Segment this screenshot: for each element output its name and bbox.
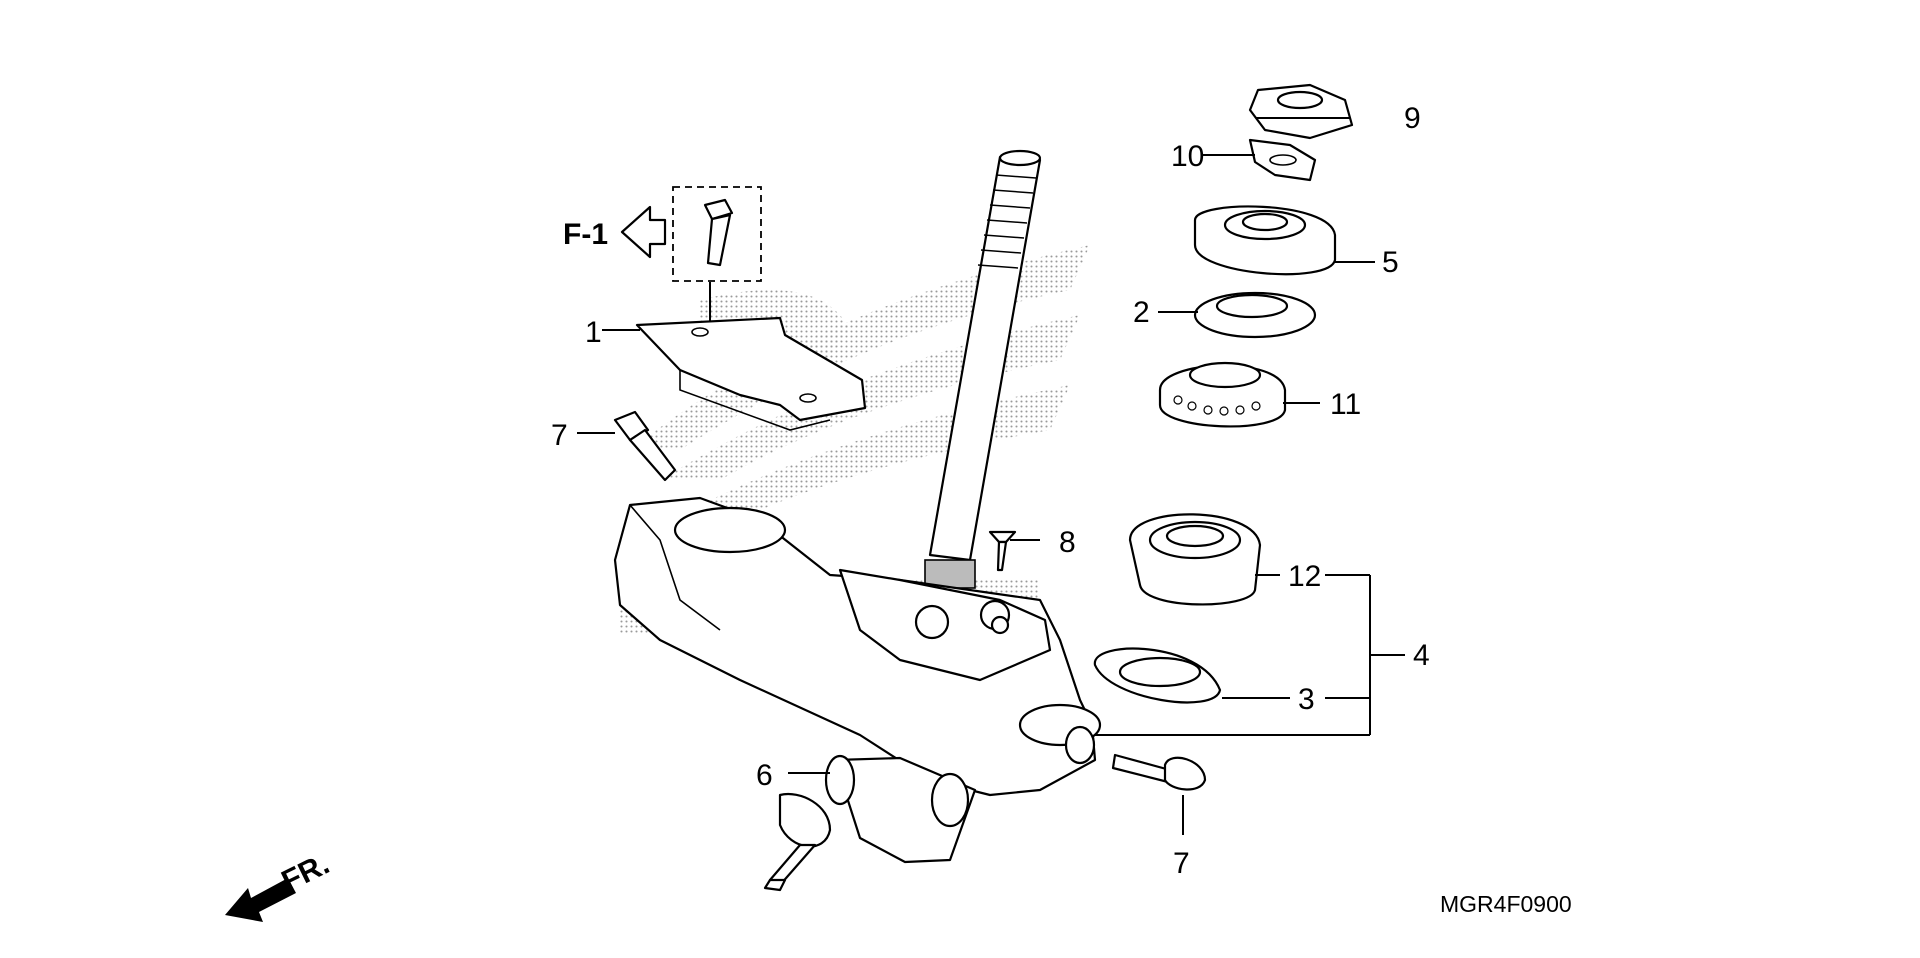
reference-label: F-1 <box>563 218 608 251</box>
callout-6: 6 <box>756 759 773 792</box>
lower-bracket <box>613 496 1102 797</box>
callout-10: 10 <box>1171 140 1204 173</box>
callout-11: 11 <box>1330 388 1361 421</box>
callout-9: 9 <box>1404 102 1421 135</box>
callout-7-upper: 7 <box>551 419 568 452</box>
callout-4: 4 <box>1413 639 1430 672</box>
part-1-cover-plate <box>635 316 867 431</box>
leader-lines <box>577 117 1405 835</box>
part-2-dust-seal <box>1193 291 1317 339</box>
steering-stem-shaft <box>924 149 1042 589</box>
part-7-lower-bolt <box>1111 753 1207 791</box>
part-9-lock-nut <box>1248 83 1354 140</box>
referenced-bolt-box <box>672 186 762 325</box>
part-5-adjustment-nut <box>1193 205 1337 276</box>
callout-labels: 1 2 3 4 5 6 7 7 8 9 10 11 12 <box>551 102 1430 880</box>
callout-2: 2 <box>1133 296 1150 329</box>
callout-3: 3 <box>1298 683 1315 716</box>
part-10-lock-washer <box>1248 138 1317 182</box>
part-6-key-lock <box>763 754 977 892</box>
left-arrow-icon <box>620 205 667 259</box>
callout-8: 8 <box>1059 526 1076 559</box>
callout-5: 5 <box>1382 246 1399 279</box>
front-arrow-icon <box>225 878 296 922</box>
diagram-code: MGR4F0900 <box>1440 891 1572 917</box>
part-3-bearing-race <box>1093 647 1222 704</box>
part-12-lower-bearing <box>1128 513 1262 606</box>
callout-1: 1 <box>585 316 602 349</box>
callout-7-lower: 7 <box>1173 847 1190 880</box>
callout-12: 12 <box>1288 560 1321 593</box>
part-8-screw <box>988 530 1017 572</box>
reference-arrow: F-1 <box>563 205 667 259</box>
part-11-upper-bearing <box>1158 361 1287 428</box>
part-7-upper-bolt <box>613 410 677 482</box>
front-direction-indicator: FR. <box>225 847 335 922</box>
